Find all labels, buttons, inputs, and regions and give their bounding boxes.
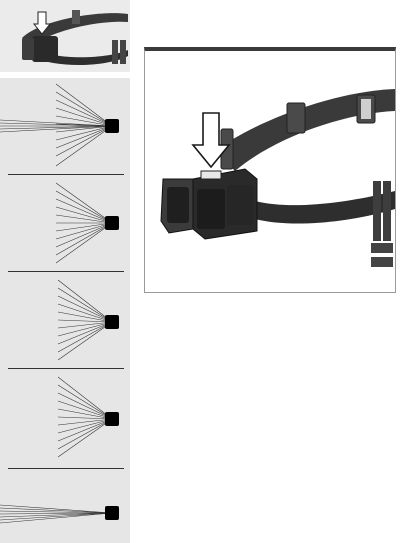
mode-panel-1 (0, 78, 130, 174)
divider (8, 271, 124, 272)
beam-mode-column (0, 78, 130, 543)
mode-indicator-icon (105, 506, 119, 520)
divider (8, 468, 124, 469)
headlamp-illustration (144, 47, 396, 293)
beam-pattern-icon (55, 182, 119, 264)
beam-pattern-icon (0, 83, 119, 167)
headlamp-thumbnail (0, 0, 130, 72)
divider (8, 368, 124, 369)
mode-panel-3 (0, 272, 130, 368)
mode-indicator-icon (105, 216, 119, 230)
press-arrow-icon (191, 112, 231, 169)
beam-pattern-icon (0, 504, 119, 524)
divider (8, 174, 124, 175)
mode-indicator-icon (105, 119, 119, 133)
mode-indicator-icon (105, 315, 119, 329)
mode-indicator-icon (105, 412, 119, 426)
mode-panel-2 (0, 175, 130, 271)
mode-panel-5 (0, 469, 130, 543)
beam-pattern-icon (57, 376, 119, 458)
beam-pattern-icon (57, 279, 119, 361)
mode-panel-4 (0, 369, 130, 465)
